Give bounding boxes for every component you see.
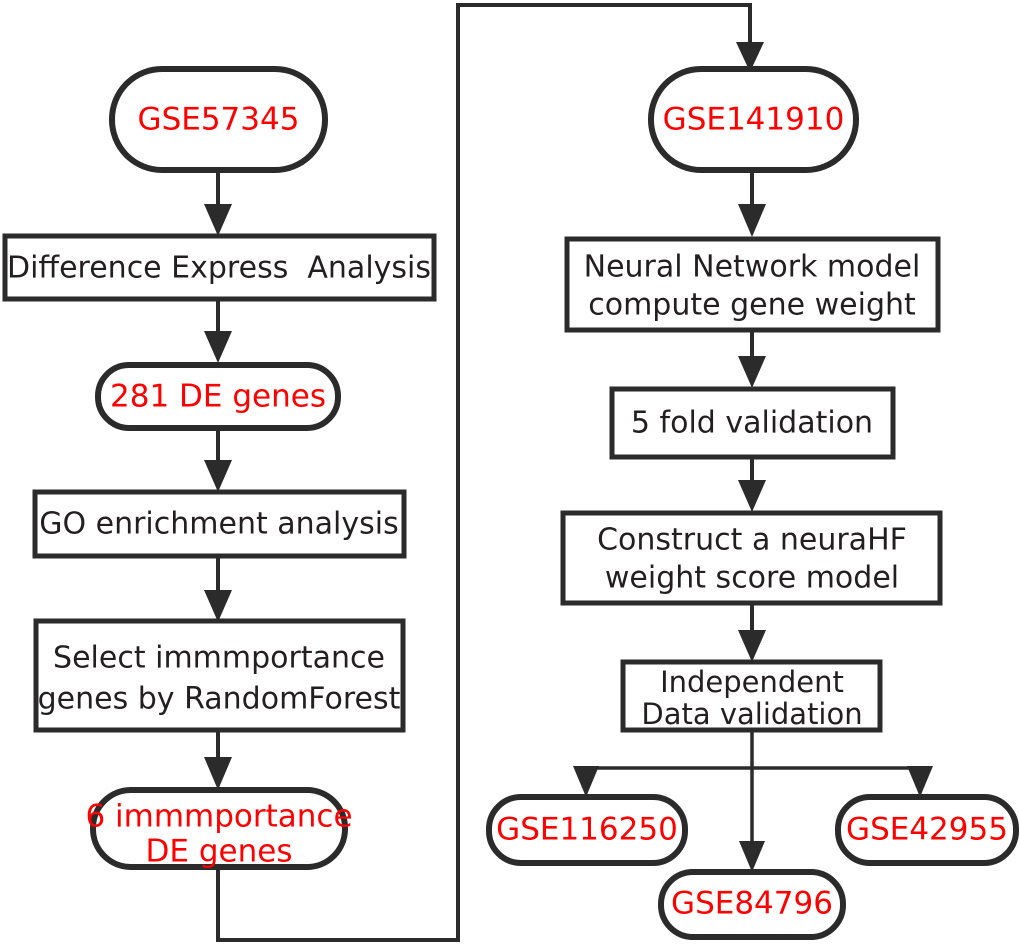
node-gse84796[interactable]: GSE84796 — [658, 869, 846, 940]
node-label-gse84796: GSE84796 — [671, 886, 833, 922]
node-label-select-importance-line2: genes by RandomForest — [38, 682, 401, 717]
node-label-gse42955: GSE42955 — [846, 812, 1008, 848]
connector-neural-network-to-five-fold — [738, 330, 766, 388]
node-label-independent-validation-line2: Data validation — [641, 697, 862, 731]
connector-de-genes-281-to-go-enrichment — [204, 428, 232, 492]
node-diff-express[interactable]: Difference Express Analysis — [2, 233, 437, 302]
arrowhead-icon — [204, 590, 232, 622]
node-neural-network[interactable]: Neural Network model compute gene weight — [564, 236, 941, 333]
connector-go-enrichment-to-select-importance — [204, 556, 232, 622]
arrowhead-icon — [738, 480, 766, 512]
node-gse116250[interactable]: GSE116250 — [486, 794, 688, 866]
node-five-fold[interactable]: 5 fold validation — [609, 386, 896, 460]
connector-gse57345-to-diff-express — [204, 170, 232, 236]
connector-select-importance-to-de-genes-6 — [204, 730, 232, 790]
connector-construct-model-to-independent-validation — [738, 603, 766, 662]
connector-diff-express-to-de-genes-281 — [204, 299, 232, 363]
arrowhead-icon — [204, 331, 232, 363]
node-independent-validation[interactable]: Independent Data validation — [620, 659, 883, 733]
node-gse42955[interactable]: GSE42955 — [835, 794, 1019, 866]
node-de-genes-6[interactable]: 6 immmportance DE genes — [85, 787, 353, 870]
node-select-importance[interactable]: Select immmportance genes by RandomFores… — [33, 618, 406, 733]
node-label-diff-express: Difference Express Analysis — [7, 251, 431, 286]
arrowhead-icon — [907, 766, 933, 797]
arrowhead-icon — [204, 460, 232, 492]
arrowhead-icon — [738, 630, 766, 662]
node-label-neural-network-line2: compute gene weight — [588, 288, 916, 323]
node-label-gse141910: GSE141910 — [663, 102, 845, 138]
node-de-genes-281[interactable]: 281 DE genes — [95, 362, 341, 431]
node-label-five-fold: 5 fold validation — [631, 406, 873, 441]
arrowhead-icon — [204, 204, 232, 236]
node-label-construct-model-line1: Construct a neuraHF — [597, 523, 907, 558]
arrowhead-icon — [573, 766, 599, 797]
node-label-de-genes-6-line2: DE genes — [146, 834, 293, 870]
connector-independent-validation-to-datasets — [573, 730, 933, 872]
arrowhead-icon — [204, 757, 232, 790]
node-label-neural-network-line1: Neural Network model — [584, 250, 921, 285]
arrowhead-icon — [738, 204, 766, 237]
arrowhead-icon — [739, 841, 765, 872]
node-go-enrichment[interactable]: GO enrichment analysis — [32, 489, 407, 559]
node-gse57345[interactable]: GSE57345 — [109, 66, 328, 173]
node-label-gse116250: GSE116250 — [496, 812, 678, 848]
node-label-de-genes-6-line1: 6 immmportance — [85, 799, 352, 835]
connector-five-fold-to-construct-model — [738, 457, 766, 512]
node-label-de-genes-281: 281 DE genes — [110, 379, 326, 415]
node-gse141910[interactable]: GSE141910 — [648, 66, 859, 173]
node-construct-model[interactable]: Construct a neuraHF weight score model — [560, 510, 943, 606]
arrowhead-icon — [736, 42, 764, 72]
node-label-independent-validation-line1: Independent — [660, 665, 844, 699]
connector-de-genes-6-to-gse141910 — [216, 3, 764, 942]
arrowhead-icon — [738, 356, 766, 388]
node-label-select-importance-line1: Select immmportance — [53, 641, 385, 676]
node-label-gse57345: GSE57345 — [138, 102, 300, 138]
node-label-go-enrichment: GO enrichment analysis — [39, 507, 399, 542]
node-label-construct-model-line2: weight score model — [605, 561, 899, 596]
connector-gse141910-to-neural-network — [738, 170, 766, 237]
